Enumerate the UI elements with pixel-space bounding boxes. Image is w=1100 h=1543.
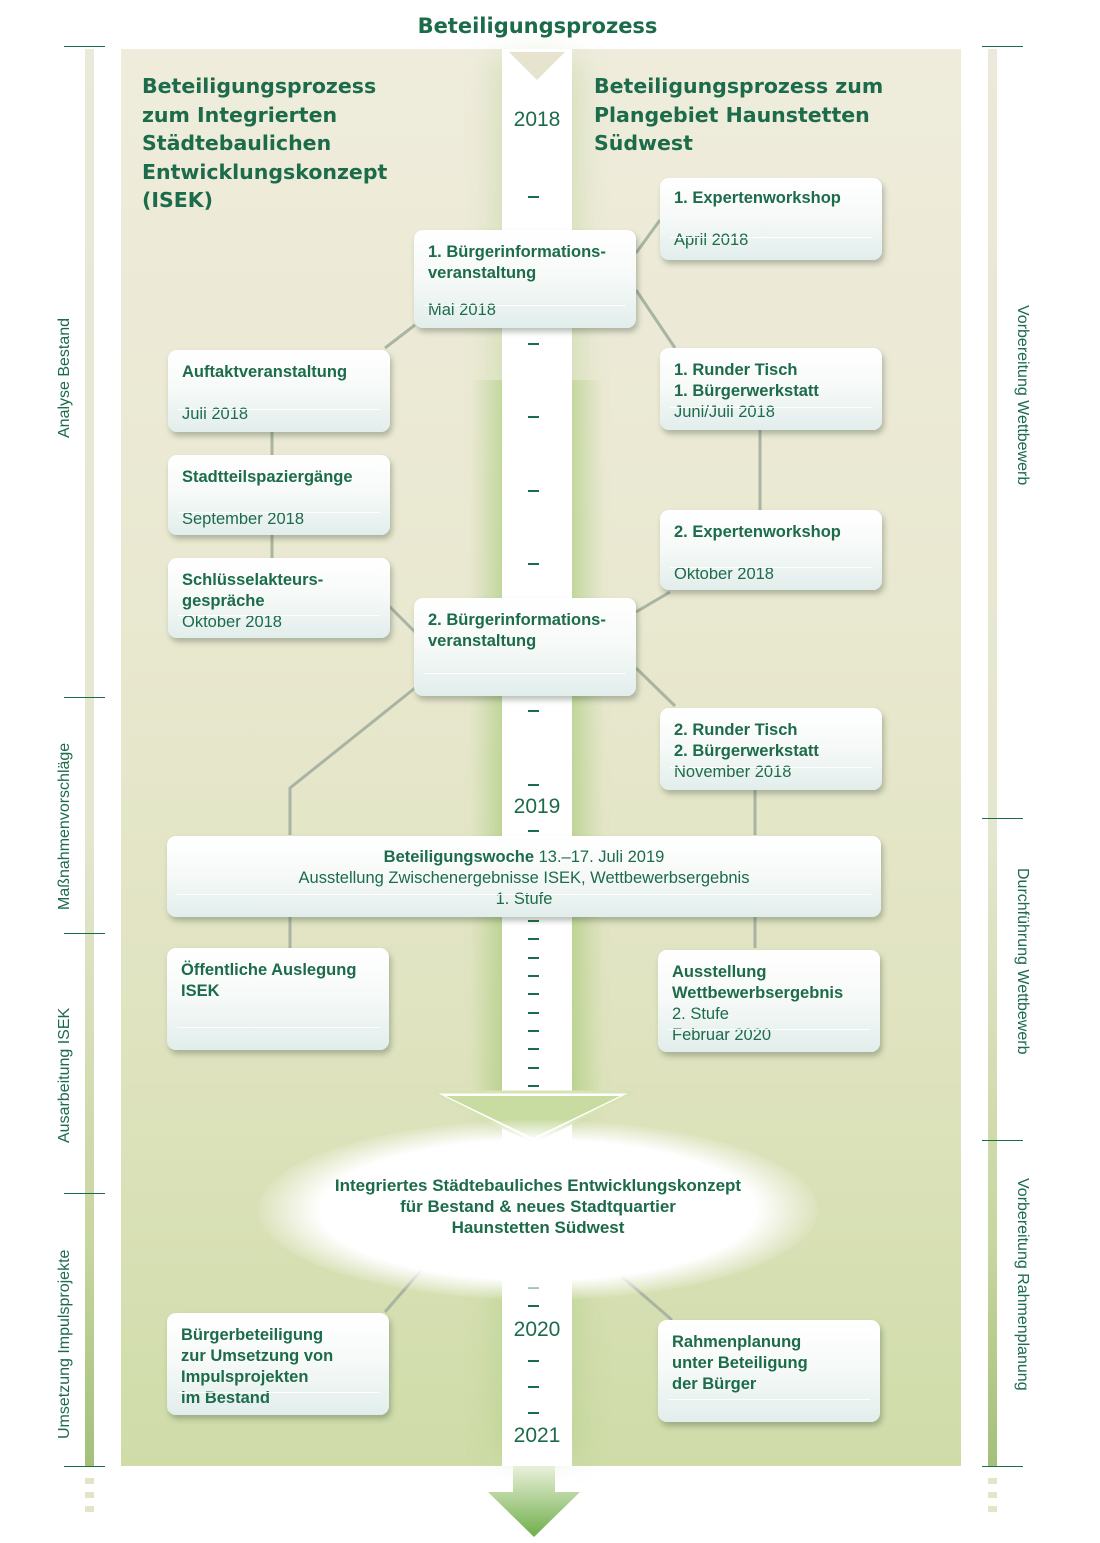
right-phase-divider: [982, 46, 1023, 47]
timeline-tick: [528, 563, 539, 565]
left-phase-divider: [64, 1466, 105, 1467]
event-box-runder-tisch-1: 1. Runder Tisch 1. Bürgerwerkstatt Juni/…: [660, 348, 882, 430]
timeline-tick: [528, 784, 539, 786]
result-text: Integriertes Städtebauliches Entwicklung…: [334, 1176, 742, 1237]
timeline-tick: [528, 343, 539, 345]
timeline-tick: [528, 1360, 539, 1362]
event-date: Juni/Juli 2018: [674, 403, 775, 421]
left-column-heading: Beteiligungsprozess zum Integrierten Stä…: [142, 74, 388, 212]
event-box-schluesselakteure: Schlüsselakteurs- gespräche Oktober 2018: [168, 558, 390, 638]
phase-label-vorbereitung-rahmenplanung: Vorbereitung Rahmenplanung: [1014, 1178, 1031, 1391]
phase-label-vorbereitung-wettbewerb: Vorbereitung Wettbewerb: [1014, 305, 1031, 486]
left-phase-divider: [64, 1193, 105, 1194]
result-ellipse: [258, 1120, 818, 1300]
event-title: Bürgerbeteiligung zur Umsetzung von Impu…: [181, 1326, 334, 1407]
continuation-dash: [85, 1478, 94, 1484]
event-date: September 2018: [182, 510, 305, 528]
right-phase-divider: [982, 1466, 1023, 1467]
event-title: 2. Runder Tisch 2. Bürgerwerkstatt: [674, 721, 819, 760]
timeline-tick: [528, 1085, 539, 1087]
continuation-dash: [85, 1506, 94, 1512]
timeline-tick: [528, 975, 539, 977]
event-description: Ausstellung Zwischenergebnisse ISEK, Wet…: [298, 869, 750, 908]
event-date: Juli 2018: [182, 405, 249, 423]
continuation-dash: [85, 1492, 94, 1498]
event-date: Oktober 2018: [674, 565, 774, 583]
event-detail: 2. Stufe Februar 2020: [672, 1005, 772, 1044]
event-date: 13.–17. Juli 2019: [538, 848, 665, 866]
event-title: 1. Bürgerinformations- veranstaltung: [428, 243, 606, 282]
right-column-heading: Beteiligungsprozess zum Plangebiet Hauns…: [594, 74, 884, 155]
phase-label-ausarbeitung-isek: Ausarbeitung ISEK: [56, 1007, 73, 1143]
right-phase-divider: [982, 818, 1023, 819]
left-phase-divider: [64, 697, 105, 698]
event-box-umsetzung-impulsprojekte: Bürgerbeteiligung zur Umsetzung von Impu…: [167, 1313, 389, 1415]
timeline-tick: [528, 1386, 539, 1388]
timeline-tick: [528, 1412, 539, 1414]
event-box-expertenworkshop-1: 1. Expertenworkshop April 2018: [660, 178, 882, 260]
event-title: Auftaktveranstaltung: [182, 363, 348, 381]
timeline-tick: [528, 490, 539, 492]
event-box-buergerinfo-1: 1. Bürgerinformations- veranstaltung Mai…: [414, 230, 636, 328]
timeline-tick: [528, 1305, 539, 1307]
event-title: Stadtteilspaziergänge: [182, 468, 353, 486]
timeline-tick: [528, 416, 539, 418]
event-box-auftakt: Auftaktveranstaltung Juli 2018: [168, 350, 390, 432]
left-phase-divider: [64, 46, 105, 47]
event-title: 1. Expertenworkshop: [674, 189, 841, 207]
year-label-2021: 2021: [513, 1424, 561, 1447]
timeline-tick: [528, 1048, 539, 1050]
event-date: Mai 2018: [428, 301, 496, 319]
left-phase-divider: [64, 933, 105, 934]
event-box-expertenworkshop-2: 2. Expertenworkshop Oktober 2018: [660, 510, 882, 590]
year-label-2020: 2020: [513, 1318, 561, 1341]
year-label-2019: 2019: [513, 795, 561, 818]
event-box-spaziergaenge: Stadtteilspaziergänge September 2018: [168, 455, 390, 535]
event-box-auslegung: Öffentliche Auslegung ISEK: [167, 948, 389, 1050]
year-label-2018: 2018: [513, 108, 561, 131]
event-title: Rahmenplanung unter Beteiligung der Bürg…: [672, 1333, 808, 1393]
left-phase-bar: [85, 49, 94, 1466]
timeline-tick: [528, 196, 539, 198]
event-box-rahmenplanung: Rahmenplanung unter Beteiligung der Bürg…: [658, 1320, 880, 1422]
right-phase-divider: [982, 1140, 1023, 1141]
timeline-top-notch: [509, 52, 565, 80]
phase-label-analyse-bestand: Analyse Bestand: [56, 317, 73, 438]
event-box-runder-tisch-2: 2. Runder Tisch 2. Bürgerwerkstatt Novem…: [660, 708, 882, 790]
timeline-tick: [528, 710, 539, 712]
timeline-tick: [528, 1012, 539, 1014]
event-title: Ausstellung Wettbewerbsergebnis: [672, 963, 844, 1002]
event-box-ausstellung: Ausstellung Wettbewerbsergebnis 2. Stufe…: [658, 950, 880, 1052]
event-date: November 2018: [674, 763, 792, 781]
continuation-dash: [988, 1478, 997, 1484]
timeline-tick: [528, 1067, 539, 1069]
phase-label-durchfuehrung-wettbewerb: Durchführung Wettbewerb: [1014, 868, 1031, 1055]
continuation-dash: [988, 1492, 997, 1498]
timeline-tick: [528, 1030, 539, 1032]
page-title: Beteiligungsprozess: [417, 14, 658, 38]
event-title: 2. Bürgerinformations- veranstaltung: [428, 611, 606, 650]
timeline-tick: [528, 957, 539, 959]
timeline-tick: [528, 920, 539, 922]
event-title: Beteiligungswoche: [383, 848, 535, 866]
event-title: 1. Runder Tisch 1. Bürgerwerkstatt: [674, 361, 819, 400]
right-phase-bar: [988, 49, 997, 1466]
event-date: Oktober 2018: [182, 613, 282, 631]
event-title: Schlüsselakteurs- gespräche: [182, 571, 324, 610]
event-date: April 2018: [674, 231, 749, 249]
phase-label-massnahmenvorschlaege: Maßnahmenvorschläge: [56, 742, 73, 910]
timeline-tick: [528, 993, 539, 995]
event-box-buergerinfo-2: 2. Bürgerinformations- veranstaltung: [414, 598, 636, 696]
timeline-tick: [528, 938, 539, 940]
continuation-dash: [988, 1506, 997, 1512]
phase-label-umsetzung-impulsprojekte: Umsetzung Impulsprojekte: [56, 1249, 73, 1439]
event-box-beteiligungswoche: Beteiligungswoche 13.–17. Juli 2019 Auss…: [167, 836, 881, 917]
event-title: 2. Expertenworkshop: [674, 523, 841, 541]
event-title: Öffentliche Auslegung ISEK: [181, 961, 357, 1000]
timeline-tick: [528, 830, 539, 832]
